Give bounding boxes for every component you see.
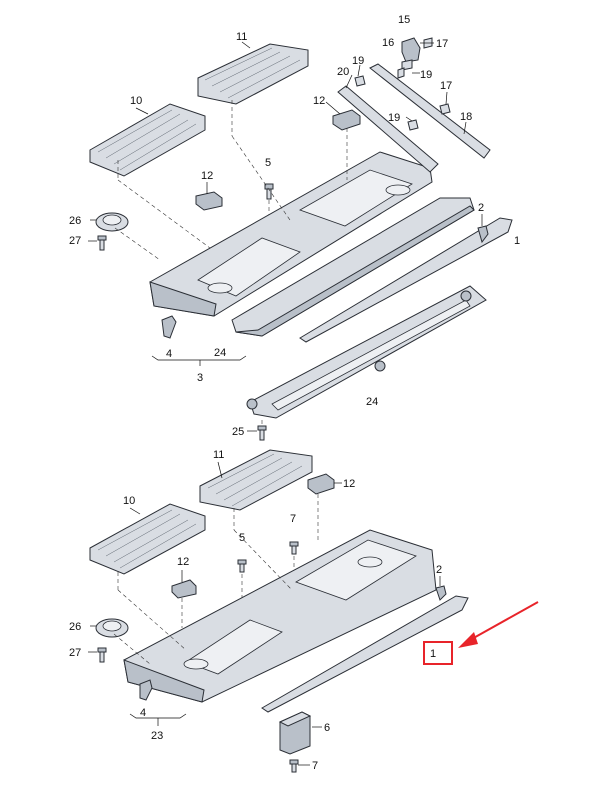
callout-12: 12: [343, 478, 355, 490]
part-grille-11-top: [197, 41, 309, 105]
callout-12: 12: [177, 556, 189, 568]
brace-group-23: [129, 713, 187, 726]
highlight-arrow-shaft: [469, 601, 539, 641]
callout-18: 18: [460, 111, 472, 123]
bottom-callouts: 11 12 10 7 5 12 26 27 4 23 2 1 6 7: [69, 449, 442, 772]
part-parcel-shelf-23: [113, 494, 437, 703]
callout-10: 10: [123, 495, 135, 507]
part-bolt-27-bottom: [88, 647, 107, 663]
callout-5: 5: [239, 532, 245, 544]
callout-20: 20: [337, 66, 349, 78]
part-bolt-7-bottom: [289, 759, 310, 773]
part-grille-11-bottom: [199, 449, 313, 511]
brace-group-3: [151, 355, 247, 366]
part-clip-4-bottom: [139, 679, 153, 701]
callout-27: 27: [69, 647, 81, 659]
callout-16: 16: [382, 37, 394, 49]
callout-19: 19: [420, 69, 432, 81]
callout-4: 4: [166, 348, 172, 360]
part-clip-12-top-left: [195, 182, 223, 211]
part-clip-2-bottom: [435, 576, 447, 601]
part-clip-12-bottom-right: [307, 473, 342, 495]
callout-26: 26: [69, 621, 81, 633]
top-assembly: [88, 37, 513, 441]
callout-4: 4: [140, 707, 146, 719]
callout-12: 12: [313, 95, 325, 107]
callout-24: 24: [214, 347, 226, 359]
callout-3: 3: [197, 372, 203, 384]
callout-7: 7: [312, 760, 318, 772]
part-grille-10-top: [89, 103, 206, 177]
part-bolt-25: [247, 420, 267, 441]
callout-11: 11: [236, 31, 247, 43]
part-bolt-27-top: [88, 235, 107, 251]
part-clip-4-top: [161, 315, 177, 339]
callout-15: 15: [398, 14, 410, 26]
callout-26: 26: [69, 215, 81, 227]
callout-1-highlighted: 1: [430, 648, 436, 660]
part-cover-panel-24: [231, 197, 475, 337]
callout-27: 27: [69, 235, 81, 247]
highlight-box: [423, 641, 453, 665]
callout-19: 19: [352, 55, 364, 67]
callout-6: 6: [324, 722, 330, 734]
callout-12: 12: [201, 170, 213, 182]
callout-25: 25: [232, 426, 244, 438]
part-parcel-shelf-3: [114, 100, 433, 317]
top-callouts: 11 10 12 12 5 26 27 4 24 3 15 16 17 19 2…: [69, 14, 520, 438]
part-screw-5-top: [264, 183, 274, 240]
part-clip-2-top: [477, 214, 489, 244]
part-clip-12-top-right: [325, 101, 361, 131]
callout-17: 17: [436, 38, 448, 50]
callout-11: 11: [213, 449, 224, 461]
callout-10: 10: [130, 95, 142, 107]
callout-1: 1: [514, 235, 520, 247]
bottom-assembly: [88, 449, 539, 773]
part-trim-strip-1-bottom: [261, 595, 469, 713]
callout-23: 23: [151, 730, 163, 742]
callout-19: 19: [388, 112, 400, 124]
part-speaker-26-bottom: [90, 618, 129, 638]
part-trim-strip-1-top: [299, 217, 513, 343]
callout-5: 5: [265, 157, 271, 169]
part-speaker-26-top: [90, 212, 129, 232]
callout-24: 24: [366, 396, 378, 408]
part-module-6: [278, 711, 322, 755]
part-blind-frame-24: [246, 285, 487, 419]
callout-2: 2: [478, 202, 484, 214]
part-clip-12-bottom-left: [171, 570, 197, 628]
callout-7: 7: [290, 513, 296, 525]
part-grille-10-bottom: [89, 503, 206, 575]
highlight-arrow-head: [458, 632, 478, 648]
part-rail-18-assembly: [337, 37, 491, 173]
callout-17: 17: [440, 80, 452, 92]
callout-2: 2: [436, 564, 442, 576]
